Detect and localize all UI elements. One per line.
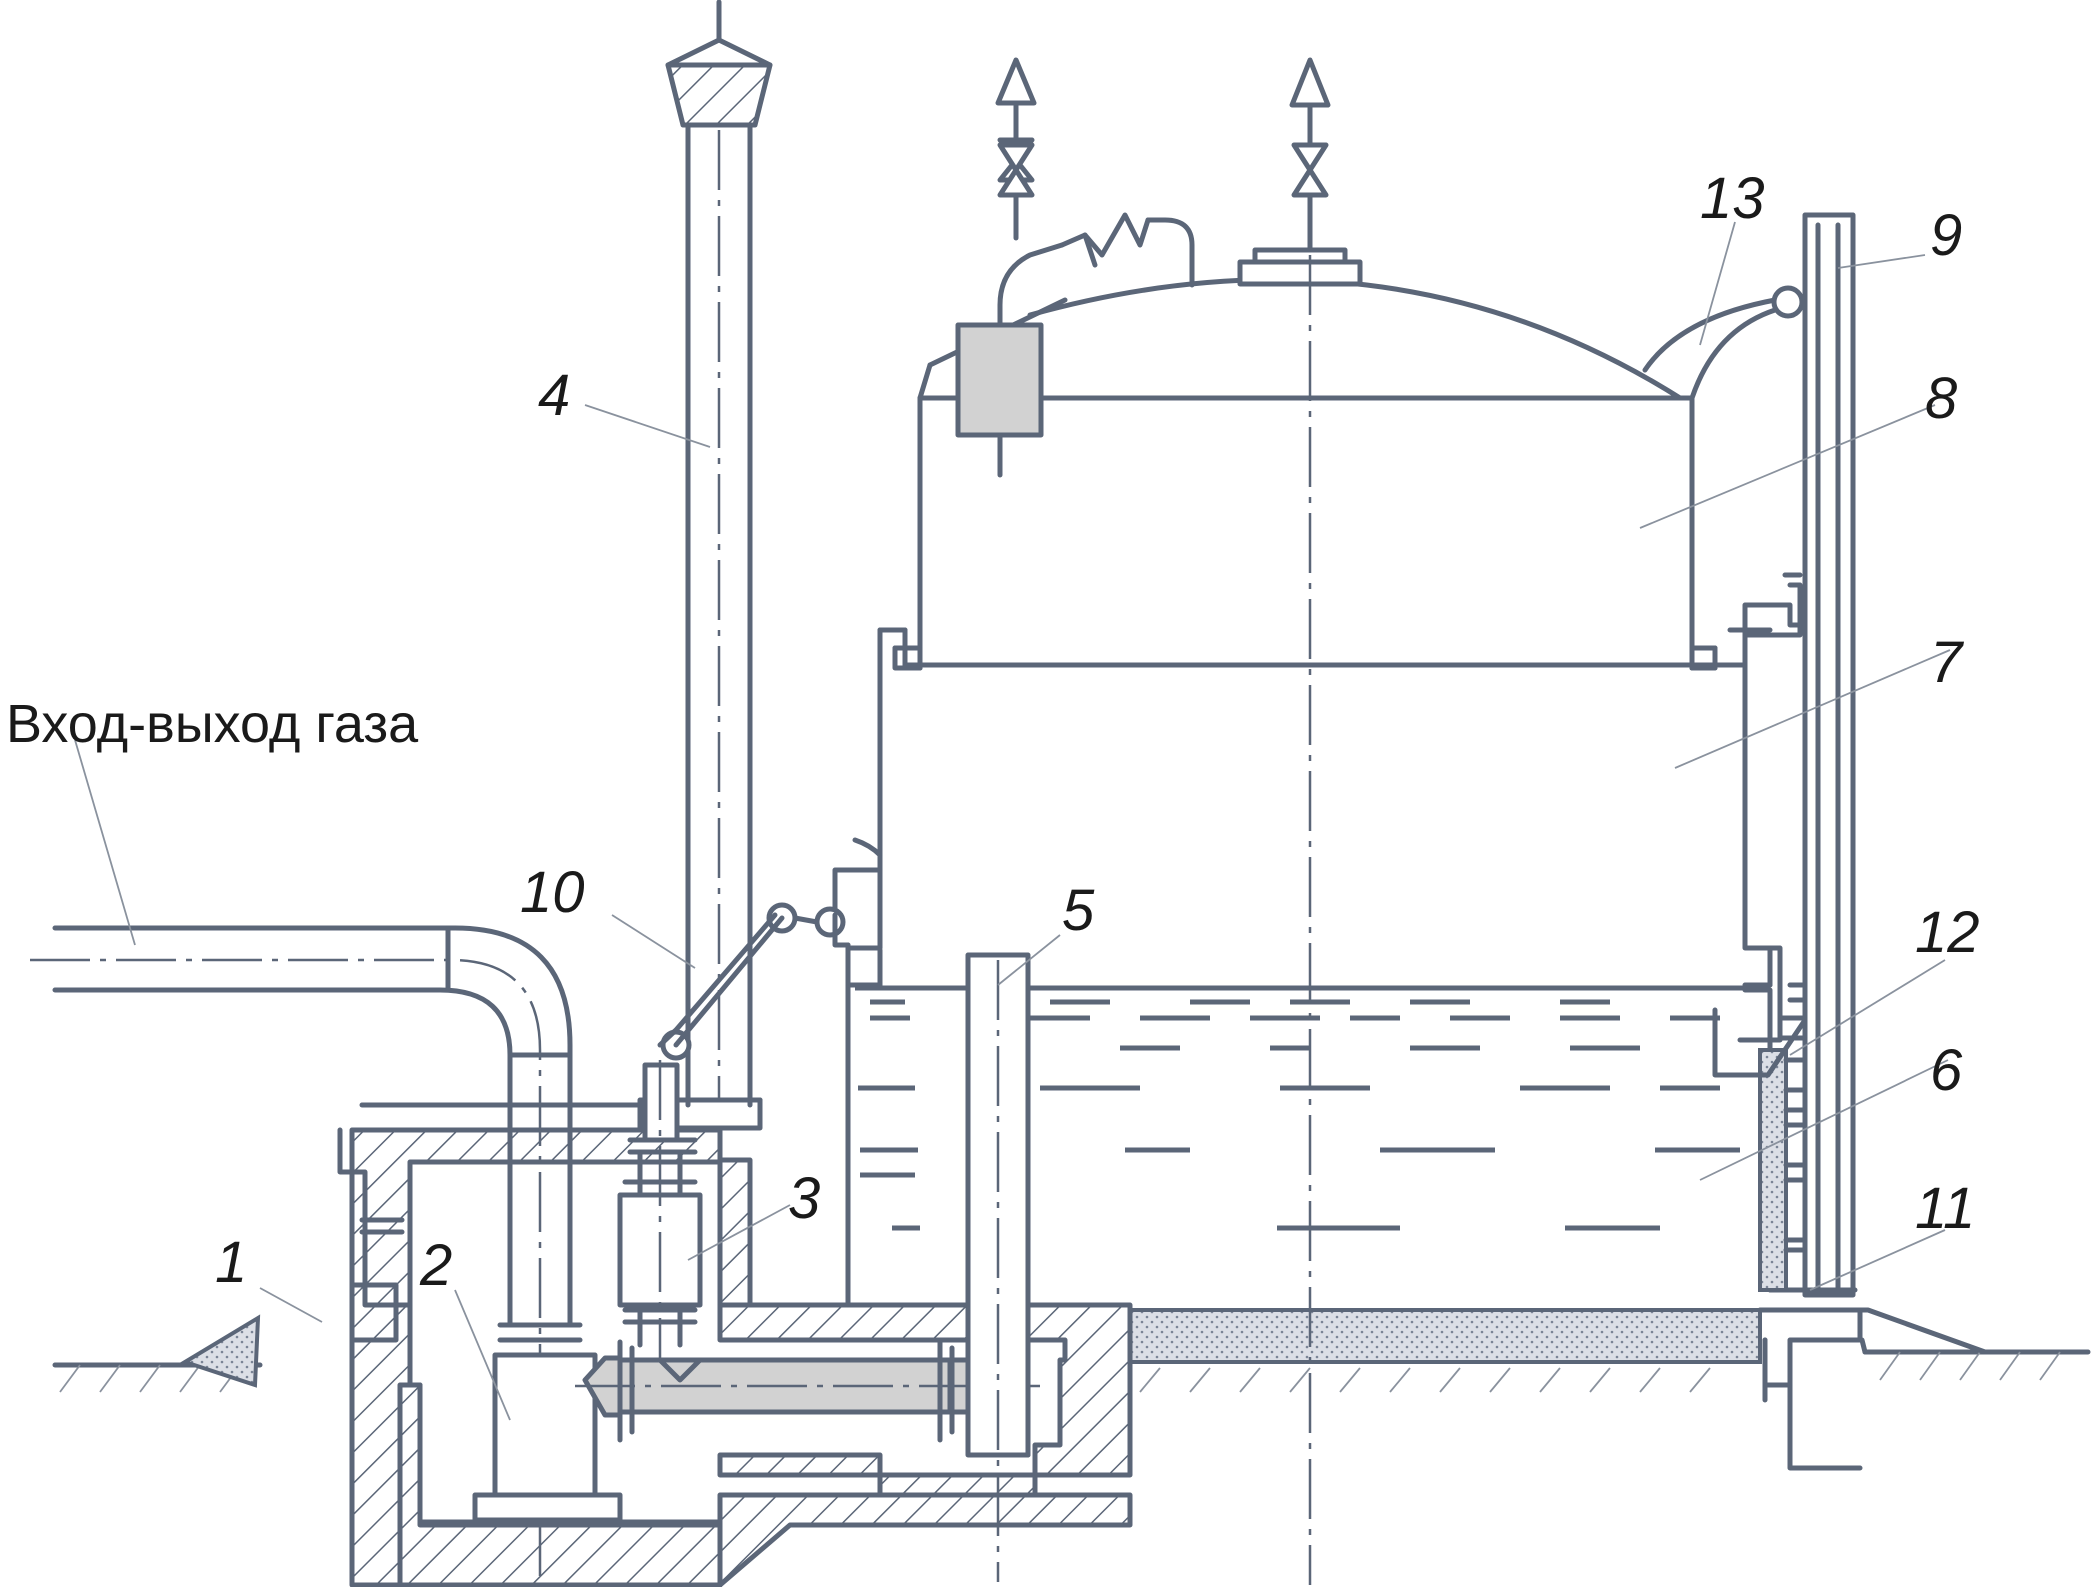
label-8: 8 [1925,366,1957,431]
guide-roller-13 [1642,285,1805,401]
label-1: 1 [215,1230,247,1295]
gas-inlet-outlet-label: Вход-выход газа [6,694,419,754]
label-12: 12 [1915,900,1980,965]
label-7: 7 [1930,630,1965,695]
gasholder-bell-8 [892,395,1803,671]
underground-chamber [337,1127,1133,1587]
gas-riser-pipe-5 [965,952,1031,1582]
label-11: 11 [1915,1176,1975,1241]
relief-valve-left [995,57,1037,241]
seal-guide-12 [1712,1007,1808,1078]
relief-valve-right [1289,57,1331,1585]
label-10: 10 [520,860,585,925]
chamber-top-slab [359,1097,763,1131]
label-9: 9 [1930,203,1962,268]
drive-unit-3 [617,1060,703,1400]
sand-embankment-1 [180,1314,261,1388]
label-5: 5 [1062,878,1095,943]
leader-lines [74,221,1951,1421]
sand-foundation [1128,1308,1762,1364]
tank-foundation-steps [1757,1307,1988,1471]
label-2: 2 [419,1233,452,1298]
gas-inlet-outlet-pipe [30,925,583,1582]
bell-dome-roof [917,217,1683,478]
gasholder-bell-7 [832,627,1783,1043]
label-4: 4 [538,363,570,428]
underground-horizontal-pipe [575,1339,1040,1443]
check-valve-zigzag [1059,212,1151,268]
label-13: 13 [1700,166,1765,231]
label-6: 6 [1930,1038,1963,1103]
water-tank-6 [845,982,1773,1308]
label-3: 3 [788,1166,820,1231]
water-seal-11 [1758,1048,1808,1292]
gate-valve-box-2 [472,1352,623,1523]
